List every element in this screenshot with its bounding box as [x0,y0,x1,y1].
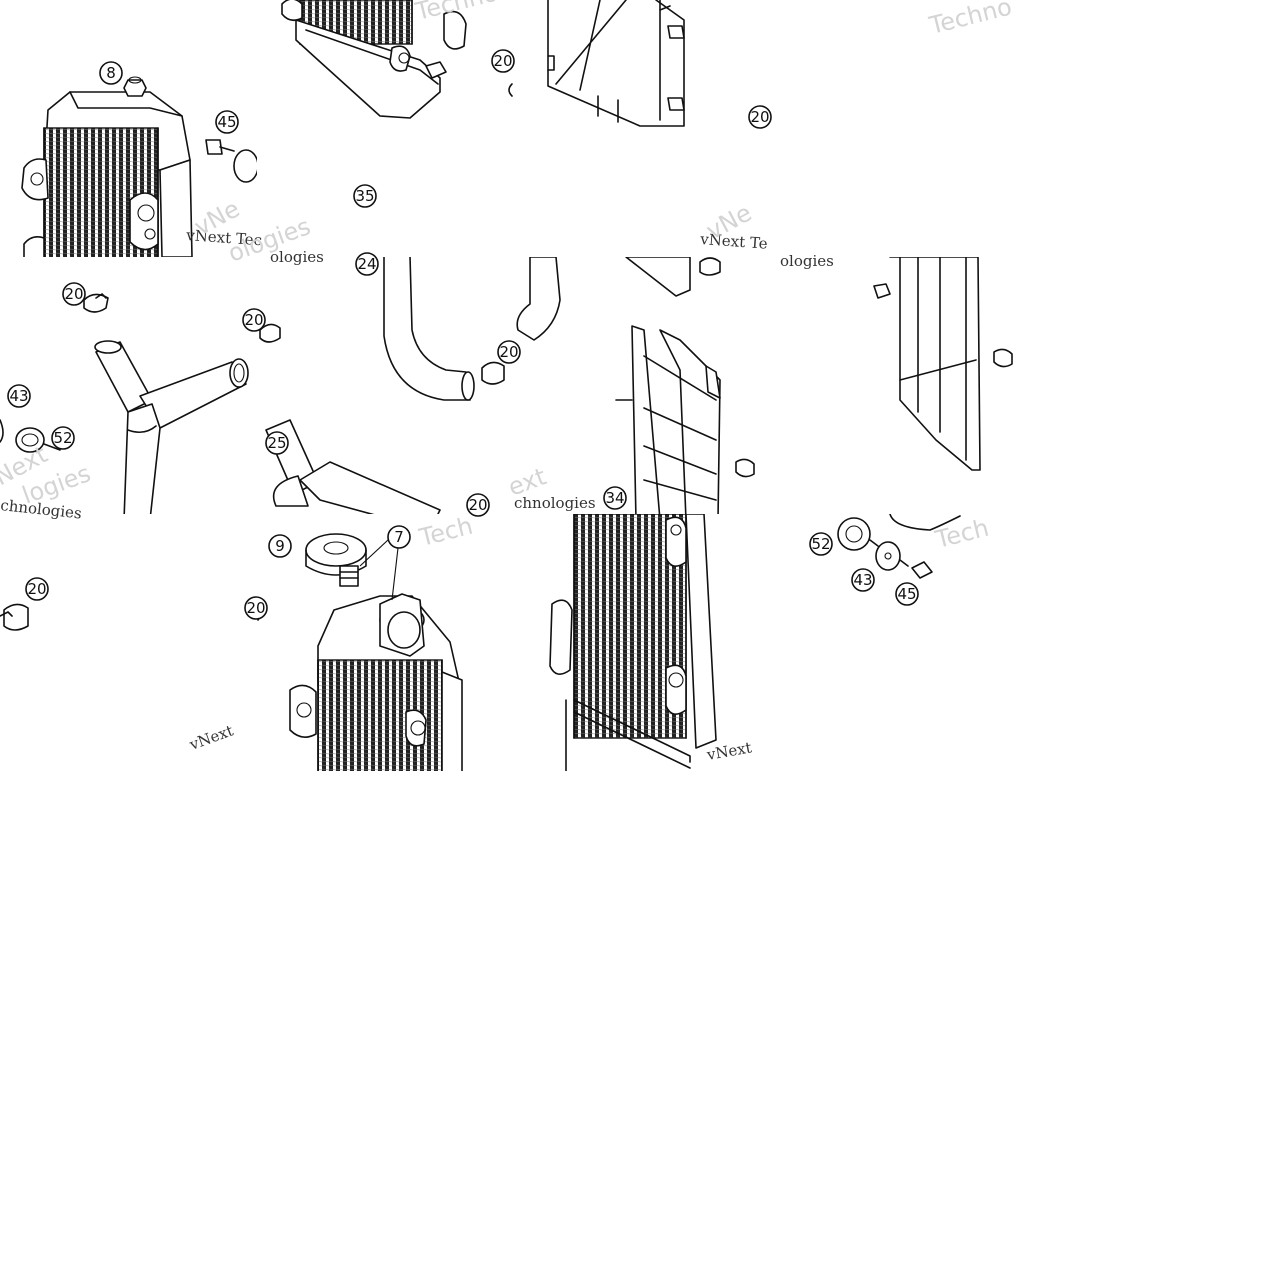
callout-43: 43 [7,384,31,408]
callout-20: 20 [748,105,772,129]
svg-text:24: 24 [357,255,376,273]
callout-9: 9 [268,534,292,558]
svg-text:52: 52 [811,535,830,553]
radiator-right-filler-part [257,533,463,771]
callout-25: 25 [265,431,289,455]
callout-52: 52 [809,532,833,556]
hose-clamp-part [83,293,109,313]
svg-text:43: 43 [9,387,28,405]
watermark-text: ologies [270,248,324,266]
svg-text:20: 20 [27,580,46,598]
radiator-core-part [549,514,717,771]
hose-clamp-part [0,603,29,631]
washer-part [233,149,257,183]
svg-text:7: 7 [394,528,404,546]
callout-45: 45 [215,110,239,134]
svg-text:52: 52 [53,429,72,447]
callout-20: 20 [466,493,490,517]
svg-text:45: 45 [897,585,916,603]
radiator-left-part [21,76,257,257]
svg-text:8: 8 [106,64,116,82]
svg-text:34: 34 [605,489,624,507]
callout-20: 20 [242,308,266,332]
callout-20: 20 [491,49,515,73]
callout-35: 35 [353,184,377,208]
radiator-cap-boss [123,79,147,97]
svg-text:20: 20 [493,52,512,70]
radiator-right-bottom-part [281,0,513,119]
watermark-text: vNext [186,721,235,754]
radiator-guard-side-part [516,257,755,514]
svg-text:20: 20 [750,108,769,126]
svg-text:20: 20 [244,311,263,329]
grommet-washer-bolt-part [837,514,961,579]
callout-45: 45 [895,582,919,606]
svg-text:35: 35 [355,187,374,205]
callout-20: 20 [497,340,521,364]
svg-text:20: 20 [64,285,83,303]
leader-line [359,539,389,567]
watermark-text: chnologies [514,494,596,512]
svg-text:20: 20 [499,343,518,361]
callout-20: 20 [244,596,268,620]
watermark-text: ologies [780,252,834,270]
callout-20: 20 [62,282,86,306]
callout-7: 7 [387,525,411,549]
grommet-part [15,427,45,453]
y-hose-part [0,293,249,514]
callout-20: 20 [25,577,49,601]
callout-8: 8 [99,61,123,85]
leader-line [391,547,399,601]
callout-52: 52 [51,426,75,450]
callout-34: 34 [603,486,627,510]
svg-text:43: 43 [853,571,872,589]
radiator-guard-bottom-part [873,257,1013,471]
radiator-cap-part [305,533,367,567]
svg-text:20: 20 [468,496,487,514]
watermark-text: vNext Te [699,230,769,253]
watermark-text: vNext Tec [185,226,263,249]
svg-text:9: 9 [275,537,285,555]
svg-text:45: 45 [217,113,236,131]
watermark-text: Tech [932,514,992,554]
watermark-text: Tech [416,512,476,552]
radiator-guard-top-part [547,0,685,127]
svg-text:25: 25 [267,434,286,452]
bolt-45-part [205,139,235,155]
callout-24: 24 [355,252,379,276]
svg-text:20: 20 [246,599,265,617]
coolant-hoses-part [259,257,505,514]
callout-43: 43 [851,568,875,592]
watermark-text: Techno [926,0,1015,40]
